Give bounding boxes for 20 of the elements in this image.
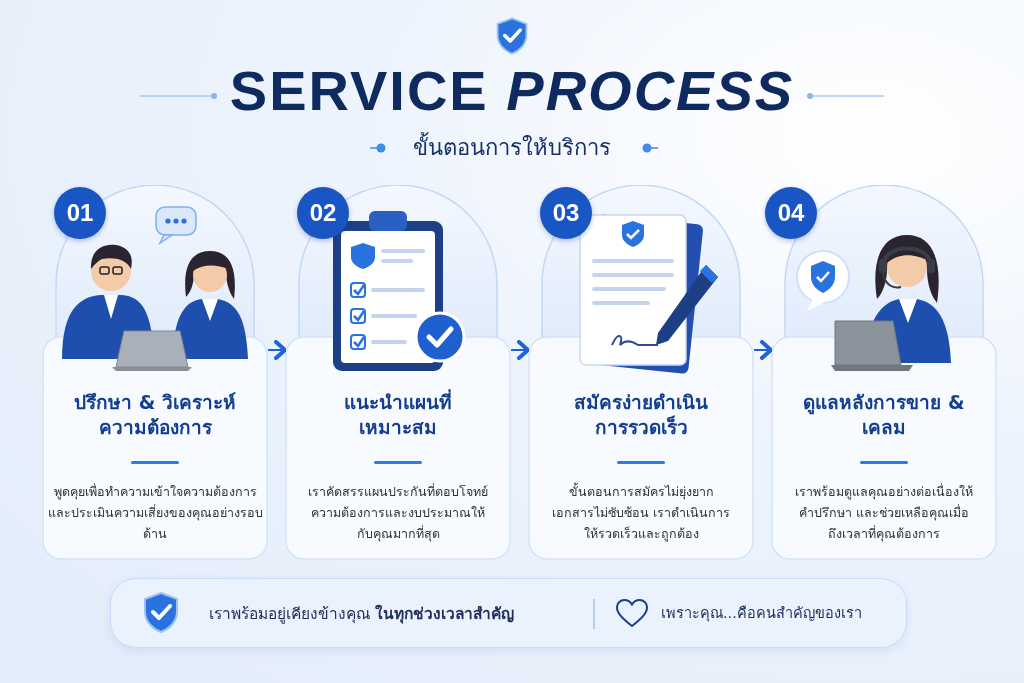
step-card — [771, 185, 997, 560]
tagline: เพราะคุณ...คือคนสำคัญของเรา — [661, 604, 862, 624]
step-card — [42, 185, 268, 560]
title: SERVICE PROCESS — [229, 58, 795, 123]
step-card — [285, 185, 511, 560]
banner-text: เราพร้อมอยู่เคียงข้างคุณ ในทุกช่วงเวลาสำคัญ — [209, 603, 514, 626]
chevron-arrow — [510, 340, 530, 360]
step-title: ปรึกษา & วิเคราะห์ความต้องการ — [73, 390, 237, 440]
step-description: เราคัดสรรแผนประกันที่ตอบโจทย์ความต้องการและงบประมาณให้กับคุณมากที่สุด — [307, 482, 489, 544]
chevron-arrow — [267, 340, 287, 360]
subtitle: ขั้นตอนการให้บริการ — [413, 130, 611, 165]
step-card — [528, 185, 754, 560]
banner — [110, 578, 907, 648]
chevron-arrow — [753, 340, 773, 360]
step-description: ขั้นตอนการสมัครไม่ยุ่งยากเอกสารไม่ซับซ้อน เราดำเนินการให้รวดเร็วและถูกต้อง — [551, 481, 731, 544]
step-title: สมัครง่ายดำเนินการรวดเร็ว — [573, 390, 709, 440]
step-title: ดูแลหลังการขาย & เคลม — [802, 390, 966, 440]
step-title: แนะนำแผนที่เหมาะสม — [343, 390, 453, 440]
step-description: เราพร้อมดูแลคุณอย่างต่อเนื่องให้คำปรึกษา และช่วยเหลือคุณเมื่อถึงเวลาที่คุณต้องการ — [795, 482, 973, 544]
step-description: พูดคุยเพื่อทำความเข้าใจความต้องการและประเมินความเสี่ยงของคุณอย่างรอบด้าน — [47, 482, 263, 543]
